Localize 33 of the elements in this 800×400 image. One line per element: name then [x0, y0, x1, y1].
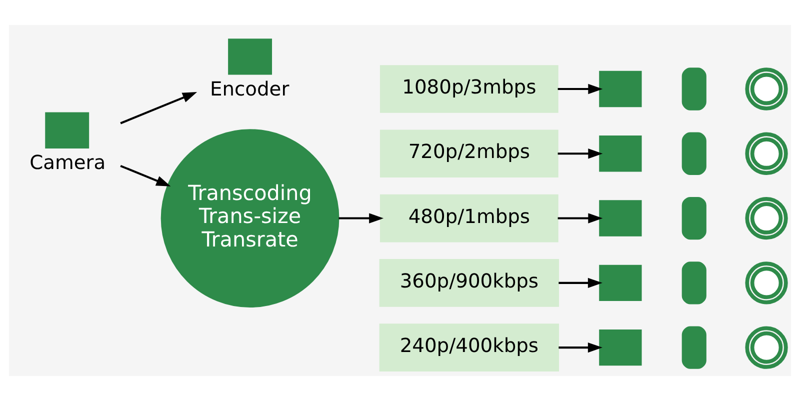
node-monitor — [599, 70, 642, 107]
node-label: Camera — [30, 150, 106, 174]
node-phone — [682, 132, 706, 174]
node-box: 1080p/3mbps — [380, 64, 558, 112]
arrow — [120, 92, 198, 124]
node-device — [745, 326, 788, 368]
node-box: 240p/400kbps — [379, 323, 560, 371]
node-monitor — [599, 135, 642, 172]
node-phone — [682, 67, 706, 110]
node-box: 720p/2mbps — [380, 129, 558, 178]
node-device — [745, 261, 788, 304]
arrow — [558, 212, 603, 223]
arrow — [558, 83, 603, 94]
node-device — [745, 132, 788, 174]
node-phone — [682, 196, 706, 240]
arrow — [558, 342, 602, 352]
node-box: 360p/900kbps — [379, 258, 560, 306]
node-phone — [682, 326, 706, 368]
arrow — [558, 277, 602, 288]
node-phone — [682, 261, 706, 304]
node-circle: Transcoding Trans-size Transrate — [160, 128, 340, 307]
node-monitor — [599, 328, 642, 366]
arrow — [338, 212, 384, 223]
node-label: Encoder — [210, 76, 290, 100]
node-device — [745, 196, 788, 240]
node-box — [45, 112, 90, 148]
arrow — [558, 148, 603, 158]
node-monitor — [599, 200, 642, 236]
node-monitor — [599, 264, 642, 301]
arrow — [120, 164, 171, 186]
node-device — [745, 67, 788, 110]
node-box — [228, 38, 272, 74]
node-box: 480p/1mbps — [380, 194, 558, 242]
